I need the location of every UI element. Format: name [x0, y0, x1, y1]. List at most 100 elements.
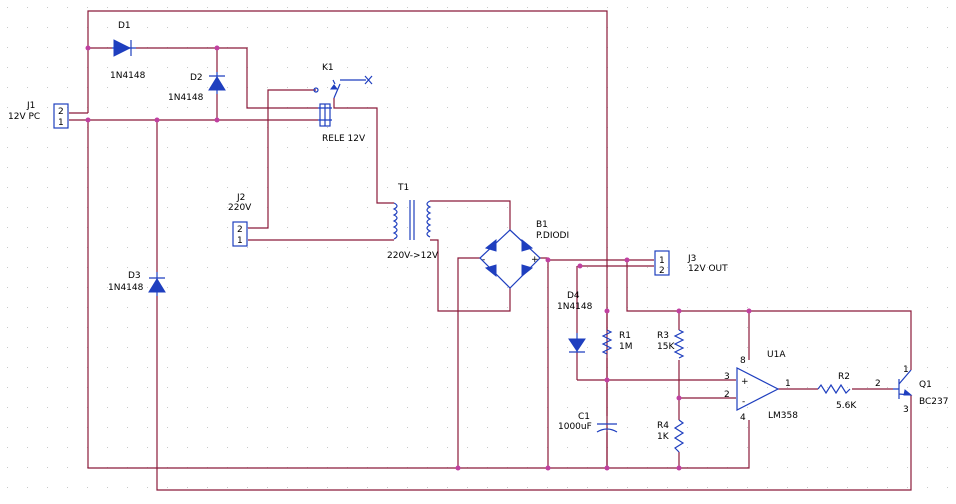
resistor-r1: R1 1M — [601, 329, 633, 355]
j2-pin2: 2 — [237, 225, 243, 235]
resistor-r3: R3 15K — [657, 329, 685, 359]
junction — [746, 308, 752, 314]
d3-value: 1N4148 — [108, 283, 144, 293]
wire-t1-bridge-bottom — [430, 239, 511, 312]
q1-ref: Q1 — [919, 380, 932, 390]
wire-top-loop — [87, 10, 608, 468]
junction — [676, 465, 682, 471]
junction — [624, 257, 630, 263]
junction — [676, 395, 682, 401]
q1-pin3: 3 — [903, 405, 909, 415]
b1-ref: B1 — [536, 220, 548, 230]
j1-ref: J1 — [26, 101, 35, 111]
junction — [604, 377, 610, 383]
junction — [214, 45, 220, 51]
q1-pin1: 1 — [903, 365, 909, 375]
r1-value: 1M — [619, 342, 633, 352]
resistor-r4: R4 1K — [657, 419, 685, 453]
u1a-pin4: 4 — [740, 413, 746, 423]
resistor-r2: R2 5.6K — [817, 372, 857, 411]
wire-relay-j2 — [248, 89, 316, 229]
b1-value: P.DIODI — [536, 231, 569, 241]
j2-ref: J2 — [236, 193, 245, 203]
bridge-b1: B1 P.DIODI + - — [479, 220, 569, 289]
connector-j1: 2 1 J1 12V PC — [8, 101, 69, 129]
junction — [85, 45, 91, 51]
k1-value: RELE 12V — [322, 134, 366, 144]
j1-pin2: 2 — [58, 107, 64, 117]
d3-ref: D3 — [128, 271, 141, 281]
diode-d1: D1 1N4148 — [110, 21, 146, 81]
u1a-pin8: 8 — [740, 356, 746, 366]
q1-value: BC237 — [919, 397, 948, 407]
d2-value: 1N4148 — [168, 93, 204, 103]
u1a-pin1: 1 — [785, 379, 791, 389]
connector-j3: 1 2 J3 12V OUT — [654, 250, 728, 276]
u1a-plus: + — [741, 377, 749, 387]
k1-ref: K1 — [322, 63, 334, 73]
j2-value: 220V — [228, 203, 252, 213]
junction — [545, 257, 551, 263]
q1-pin2: 2 — [875, 379, 881, 389]
wire-relay-t1 — [333, 98, 394, 204]
j2-pin1: 1 — [237, 236, 243, 246]
b1-plus: + — [531, 255, 539, 265]
u1a-pin2: 2 — [724, 390, 730, 400]
opamp-u1a: + - 3 2 1 8 4 U1A LM358 — [724, 350, 798, 423]
capacitor-c1: C1 1000uF — [558, 412, 618, 433]
r2-value: 5.6K — [836, 401, 857, 411]
junction — [577, 263, 583, 269]
c1-ref: C1 — [578, 412, 590, 422]
j1-value: 12V PC — [8, 112, 40, 122]
wire-ground-rail — [607, 420, 750, 469]
r3-ref: R3 — [657, 331, 669, 341]
b1-minus: - — [482, 255, 485, 265]
t1-ref: T1 — [397, 183, 409, 193]
junction — [85, 117, 91, 123]
j1-pin1: 1 — [58, 118, 64, 128]
wire-d1-relay — [88, 47, 318, 109]
transistor-q1: 2 1 3 Q1 BC237 — [875, 365, 948, 415]
j3-value: 12V OUT — [688, 264, 728, 274]
r2-ref: R2 — [838, 372, 850, 382]
junction — [604, 465, 610, 471]
diode-d3: D3 1N4148 — [108, 271, 166, 296]
d4-value: 1N4148 — [557, 302, 593, 312]
junction — [154, 117, 160, 123]
wire-left-column — [87, 120, 607, 469]
wire-vcc-rail — [626, 260, 912, 370]
d2-ref: D2 — [190, 73, 203, 83]
junction — [545, 465, 551, 471]
wire-d3-column — [156, 120, 912, 491]
c1-value: 1000uF — [558, 422, 592, 432]
relay-k1: K1 RELE 12V — [313, 63, 373, 144]
j3-pin2: 2 — [659, 266, 665, 276]
u1a-ref: U1A — [767, 350, 786, 360]
u1a-value: LM358 — [768, 411, 798, 421]
wires — [69, 10, 912, 491]
connector-j2: 2 1 J2 220V — [228, 193, 252, 247]
junction — [676, 308, 682, 314]
wire-bridge-minus — [457, 257, 480, 468]
u1a-minus: - — [742, 397, 745, 407]
d4-ref: D4 — [567, 291, 580, 301]
r4-ref: R4 — [657, 421, 669, 431]
t1-value: 220V->12V — [387, 251, 439, 261]
diode-d4: D4 1N4148 — [557, 291, 593, 353]
d1-value: 1N4148 — [110, 71, 146, 81]
u1a-pin3: 3 — [724, 372, 730, 382]
transformer-t1: T1 220V->12V — [387, 183, 439, 261]
j3-ref: J3 — [687, 254, 696, 264]
diode-d2: D2 1N4148 — [168, 72, 226, 103]
junctions — [85, 45, 752, 471]
r4-value: 1K — [657, 432, 670, 442]
d1-ref: D1 — [118, 21, 131, 31]
junction — [455, 465, 461, 471]
junction — [604, 308, 610, 314]
r3-value: 15K — [657, 342, 675, 352]
r1-ref: R1 — [619, 331, 631, 341]
junction — [214, 117, 220, 123]
wire-t1-bridge-top — [430, 200, 511, 230]
